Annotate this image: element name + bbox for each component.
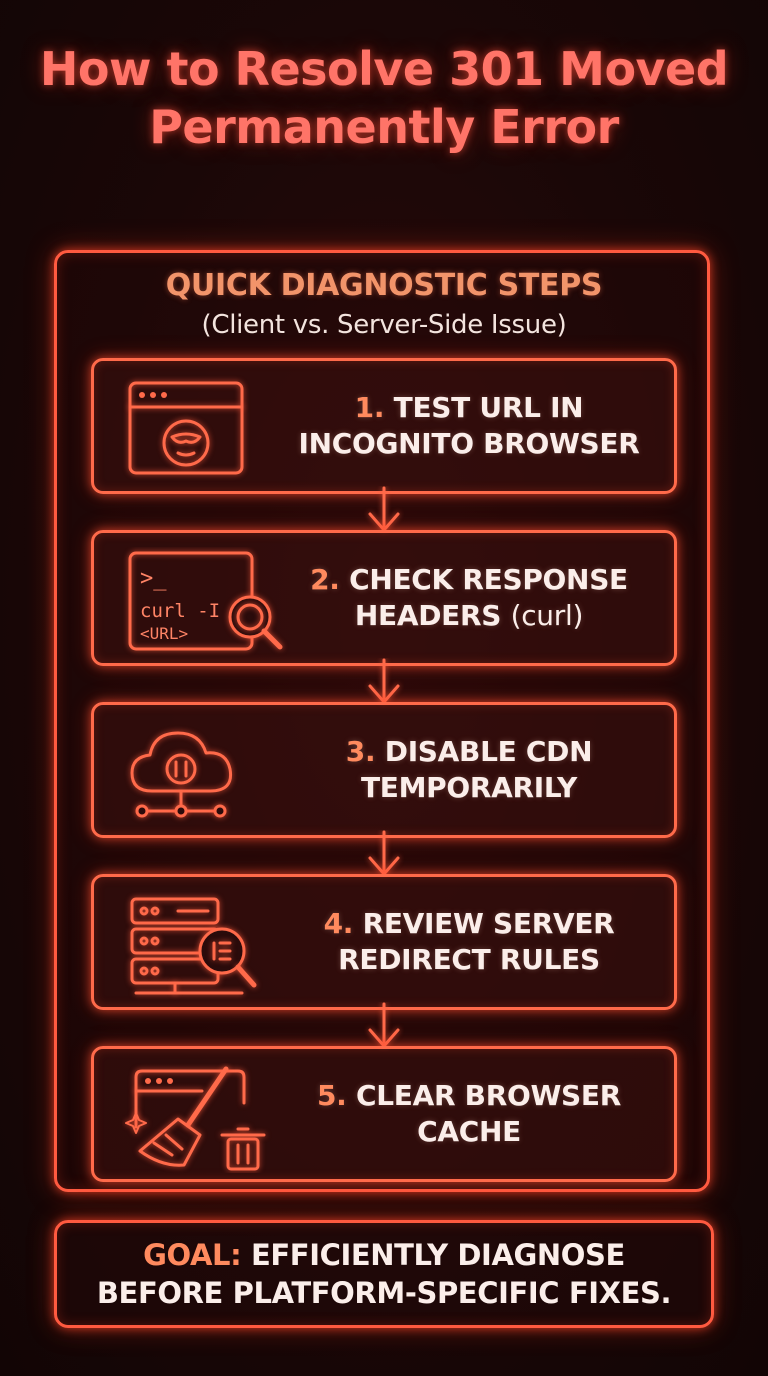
arrow-down-icon (368, 1002, 400, 1048)
step-5-line-1: CLEAR BROWSER (355, 1079, 622, 1112)
goal-key: GOAL: (143, 1238, 242, 1272)
cloud-pause-icon (130, 731, 233, 818)
title-line-1: How to Resolve 301 Moved (39, 42, 729, 96)
step-1-line-2: INCOGNITO BROWSER (298, 427, 640, 460)
terminal-command-text: curl -I (140, 600, 220, 622)
step-2-number: 2. (310, 563, 340, 596)
step-1-number: 1. (354, 391, 385, 424)
step-2-card: >_ curl -I <URL> 2. CHECK RESPONSE HEADE… (91, 530, 677, 666)
server-search-icon (130, 897, 257, 995)
step-4-line-1: REVIEW SERVER (362, 907, 615, 940)
terminal-search-icon: >_ curl -I <URL> (128, 551, 283, 651)
step-4-label: 4. REVIEW SERVER REDIRECT RULES (284, 877, 654, 1007)
broom-trash-icon (125, 1066, 266, 1171)
page-title: How to Resolve 301 Moved Permanently Err… (0, 40, 768, 156)
terminal-argument-text: <URL> (140, 624, 188, 643)
step-3-number: 3. (345, 735, 376, 768)
arrow-down-icon (368, 486, 400, 532)
step-1-line-1: TEST URL IN (393, 391, 584, 424)
goal-line-2: BEFORE PLATFORM-SPECIFIC FIXES. (96, 1276, 672, 1310)
step-1-card: 1. TEST URL IN INCOGNITO BROWSER (91, 358, 677, 494)
step-4-number: 4. (323, 907, 354, 940)
incognito-browser-icon (128, 381, 244, 475)
arrow-down-icon (368, 830, 400, 876)
step-3-card: 3. DISABLE CDN TEMPORARILY (91, 702, 677, 838)
goal-box: GOAL: EFFICIENTLY DIAGNOSE BEFORE PLATFO… (54, 1220, 714, 1328)
panel-subheading: (Client vs. Server-Side Issue) (201, 310, 567, 340)
step-5-line-2: CACHE (417, 1115, 521, 1148)
step-3-line-2: TEMPORARILY (360, 771, 578, 804)
step-2-line-2: HEADERS (354, 599, 502, 632)
step-5-number: 5. (316, 1079, 347, 1112)
panel-heading: QUICK DIAGNOSTIC STEPS (165, 268, 603, 303)
step-4-line-2: REDIRECT RULES (338, 943, 600, 976)
step-5-card: 5. CLEAR BROWSER CACHE (91, 1046, 677, 1182)
title-line-2: Permanently Error (149, 100, 619, 154)
goal-line-1: EFFICIENTLY DIAGNOSE (250, 1238, 625, 1272)
step-2-line-1: CHECK RESPONSE (349, 563, 628, 596)
step-3-label: 3. DISABLE CDN TEMPORARILY (284, 705, 654, 835)
step-3-line-1: DISABLE CDN (384, 735, 593, 768)
step-4-card: 4. REVIEW SERVER REDIRECT RULES (91, 874, 677, 1010)
step-5-label: 5. CLEAR BROWSER CACHE (284, 1049, 654, 1179)
terminal-prompt-text: >_ (140, 566, 167, 591)
arrow-down-icon (368, 658, 400, 704)
step-2-label: 2. CHECK RESPONSE HEADERS (curl) (284, 533, 654, 663)
step-2-line-2-extra: (curl) (510, 599, 584, 632)
step-1-label: 1. TEST URL IN INCOGNITO BROWSER (284, 361, 654, 491)
